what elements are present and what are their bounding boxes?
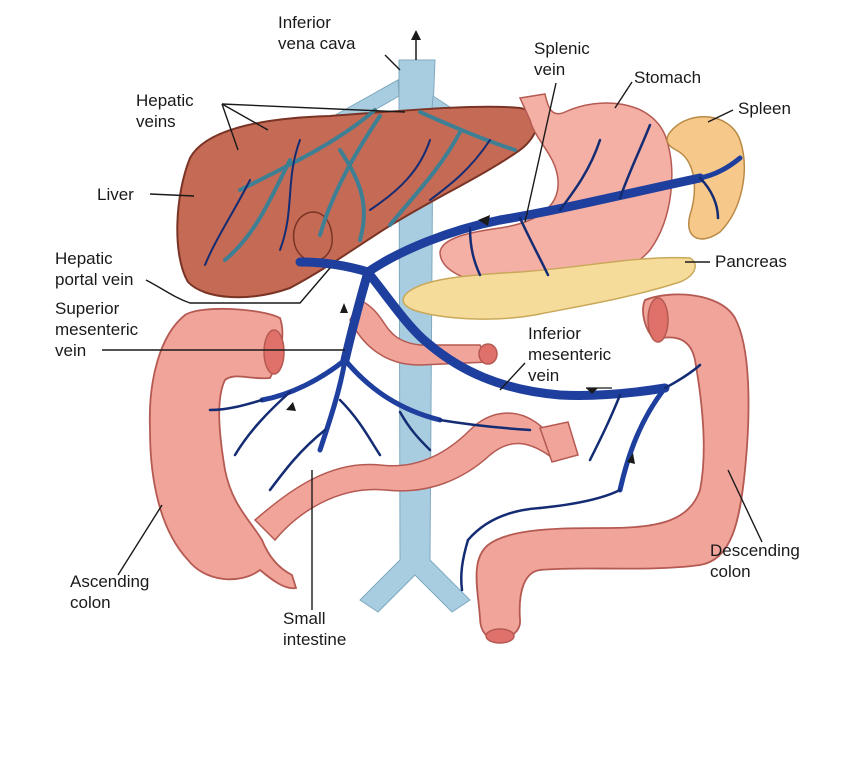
leader-splenic-vein: [524, 82, 557, 223]
leader-hepatic-portal-vein: [145, 267, 331, 304]
splenic-vein: [468, 123, 743, 277]
label-hepatic-portal-vein: Hepatic portal vein: [55, 249, 134, 289]
hepatic-portal-vein: [295, 173, 705, 400]
label-small-intestine: Small intestine: [283, 609, 347, 649]
label-spleen: Spleen: [738, 99, 791, 118]
flow-arrow-icon: [286, 215, 635, 464]
hepatic-veins: [204, 108, 517, 266]
leader-stomach: [614, 81, 633, 109]
label-hepatic-veins: Hepatic veins: [136, 91, 194, 131]
label-inferior-mesenteric-vein: Inferior mesenteric vein: [528, 324, 612, 385]
label-liver: Liver: [97, 185, 134, 204]
up-arrow-icon: [411, 30, 421, 60]
pancreas: [402, 256, 696, 320]
leader-hepatic-veins-1: [221, 103, 239, 151]
leader-lines: [102, 54, 763, 610]
inferior-mesenteric-vein: [460, 363, 702, 592]
label-stomach: Stomach: [634, 68, 702, 87]
label-splenic-vein: Splenic vein: [534, 39, 590, 79]
leader-hepatic-veins-2: [221, 103, 269, 131]
small-intestine: [253, 298, 579, 542]
ascending-colon: [148, 307, 298, 590]
label-ascending-colon: Ascending colon: [70, 572, 150, 612]
label-inferior-vena-cava: Inferior vena cava: [278, 13, 356, 53]
leader-ascending-colon: [117, 504, 163, 576]
leader-descending-colon: [727, 469, 763, 543]
leader-inferior-vena-cava: [384, 54, 401, 71]
leader-inferior-mesenteric-vein: [499, 362, 526, 391]
label-descending-colon: Descending colon: [710, 541, 800, 581]
descending-colon: [475, 293, 750, 644]
leader-spleen: [707, 109, 734, 123]
superior-mesenteric-vein: [208, 357, 532, 492]
leader-hepatic-veins-3: [221, 103, 406, 113]
leader-liver: [149, 193, 195, 197]
label-superior-mesenteric-vein: Superior mesenteric vein: [55, 299, 139, 360]
label-pancreas: Pancreas: [715, 252, 787, 271]
